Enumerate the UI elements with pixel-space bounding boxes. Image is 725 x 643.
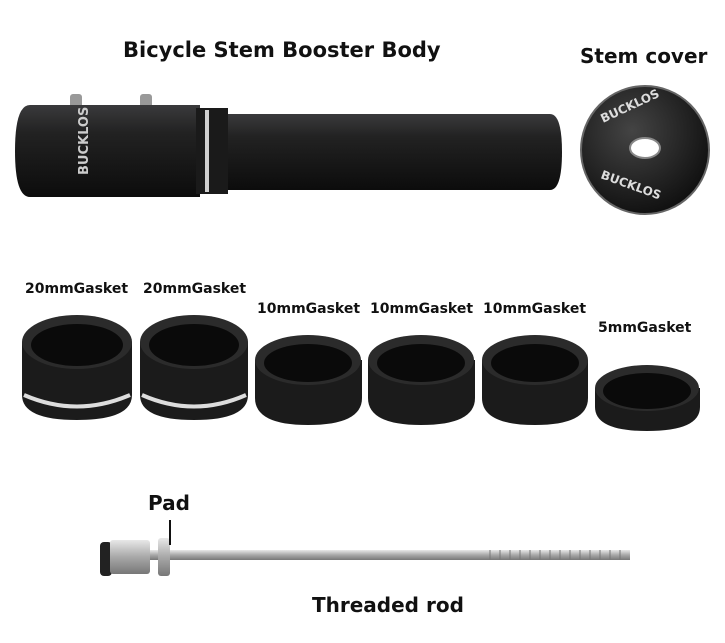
gasket-label: 10mmGasket bbox=[257, 301, 361, 317]
gasket-10mm-1 bbox=[255, 335, 362, 425]
rod-label: Threaded rod bbox=[312, 593, 464, 617]
svg-text:BUCKLOS: BUCKLOS bbox=[77, 107, 92, 175]
stem-cover: BUCKLOS BUCKLOS bbox=[580, 85, 710, 215]
pad-label: Pad bbox=[148, 491, 190, 515]
threaded-rod bbox=[100, 520, 630, 576]
gasket-20mm-1 bbox=[22, 315, 132, 420]
gasket-label: 5mmGasket bbox=[598, 320, 692, 336]
gasket-10mm-3 bbox=[482, 335, 588, 425]
gasket-label: 20mmGasket bbox=[25, 281, 129, 297]
gasket-label: 10mmGasket bbox=[483, 301, 587, 317]
cover-label: Stem cover bbox=[580, 44, 708, 68]
gasket-5mm bbox=[595, 365, 700, 431]
gasket-label: 20mmGasket bbox=[143, 281, 247, 297]
gasket-20mm-2 bbox=[140, 315, 248, 420]
gasket-label: 10mmGasket bbox=[370, 301, 474, 317]
body-label: Bicycle Stem Booster Body bbox=[123, 38, 441, 62]
gasket-10mm-2 bbox=[368, 335, 475, 425]
stem-booster-body: BUCKLOS bbox=[15, 94, 562, 197]
